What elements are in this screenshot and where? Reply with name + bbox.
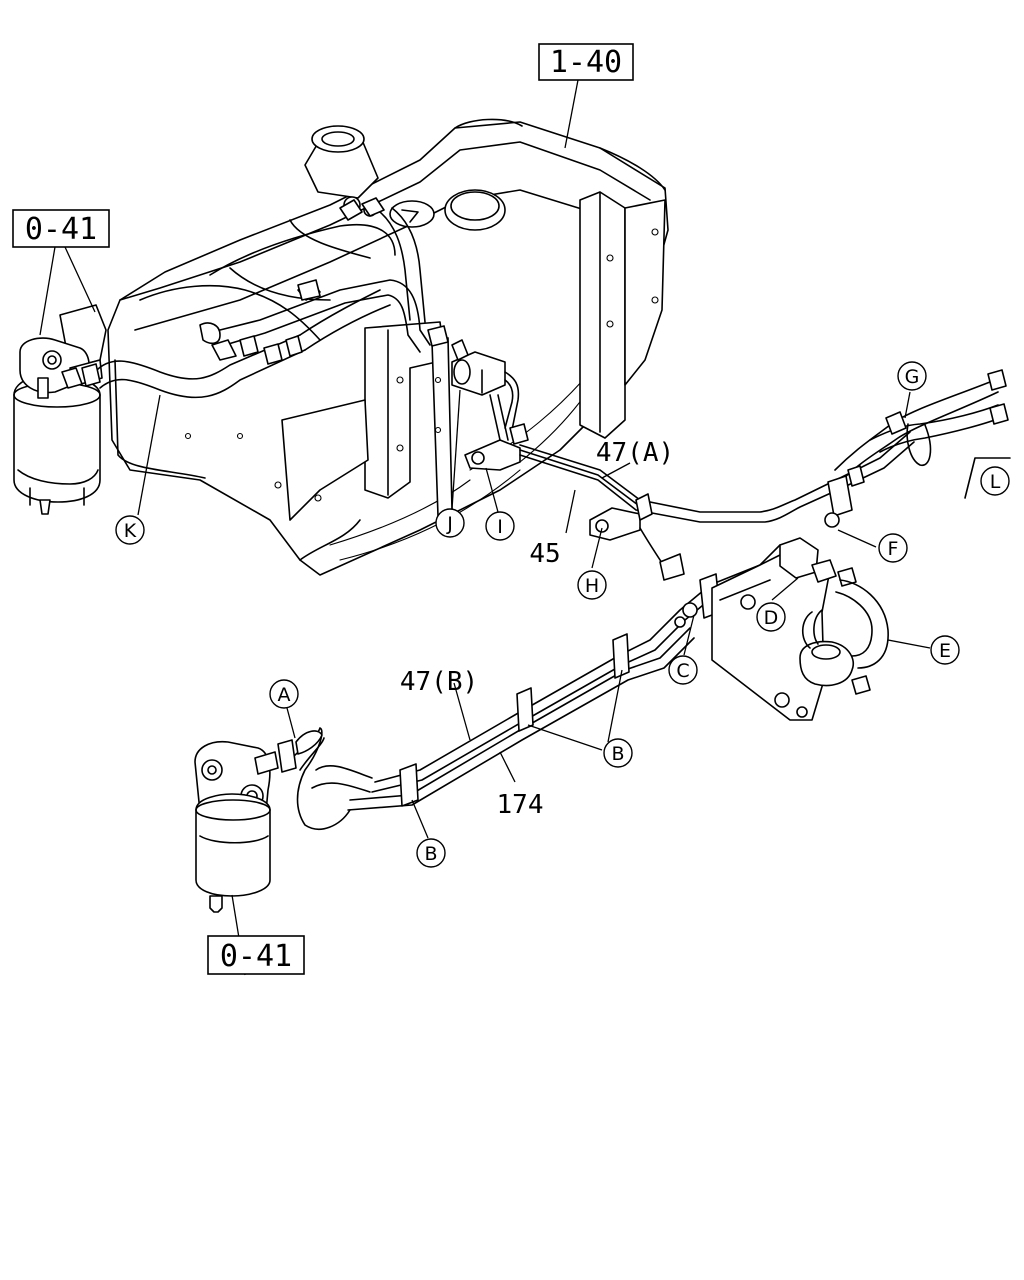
fuel-tank — [107, 118, 669, 576]
part-47b-label: 47(B) — [400, 667, 478, 697]
callout-d: D — [756, 602, 786, 632]
svg-text:G: G — [905, 366, 920, 388]
svg-text:B: B — [611, 743, 624, 765]
callout-f: F — [878, 533, 908, 563]
svg-text:E: E — [939, 640, 951, 662]
callout-g: G — [897, 361, 927, 391]
l-frame — [964, 457, 1011, 499]
svg-text:I: I — [497, 516, 503, 538]
ref-1-40: 1-40 — [538, 43, 634, 81]
part-47a-label: 47(A) — [596, 438, 674, 468]
callout-b-left: B — [416, 838, 446, 868]
callout-a: A — [269, 679, 299, 709]
svg-text:0-41: 0-41 — [25, 212, 97, 247]
svg-text:0-41: 0-41 — [220, 939, 292, 974]
svg-text:D: D — [764, 607, 779, 629]
callout-e: E — [930, 635, 960, 665]
svg-text:A: A — [278, 684, 291, 706]
pipe-47b-174 — [347, 544, 786, 811]
hoses-fg — [824, 369, 1009, 528]
pump-bracket — [711, 537, 889, 721]
tank-hoses — [61, 197, 449, 399]
svg-text:C: C — [676, 660, 689, 682]
callout-l: L — [980, 466, 1010, 496]
pipe-47a-45 — [519, 431, 915, 581]
callout-h: H — [577, 570, 607, 600]
ref-0-41-top: 0-41 — [12, 209, 110, 248]
callout-i: I — [485, 511, 515, 541]
tank-connector — [451, 339, 529, 471]
svg-text:F: F — [888, 538, 899, 560]
hose-a — [277, 727, 373, 830]
part-174-label: 174 — [497, 790, 544, 820]
svg-text:B: B — [424, 843, 437, 865]
upper-fuel-filter — [13, 304, 107, 515]
callout-c: C — [668, 655, 698, 685]
callout-b-right: B — [603, 738, 633, 768]
part-45-label: 45 — [529, 539, 560, 569]
svg-text:K: K — [124, 520, 137, 542]
callout-k: K — [115, 515, 145, 545]
callout-j: J — [435, 508, 465, 538]
svg-text:1-40: 1-40 — [550, 45, 622, 80]
lower-fuel-filter — [194, 740, 279, 913]
ref-0-41-bottom: 0-41 — [207, 935, 305, 975]
svg-text:L: L — [990, 471, 1001, 493]
svg-text:H: H — [585, 575, 599, 597]
svg-text:J: J — [446, 513, 453, 535]
leader-lines — [39, 79, 931, 976]
